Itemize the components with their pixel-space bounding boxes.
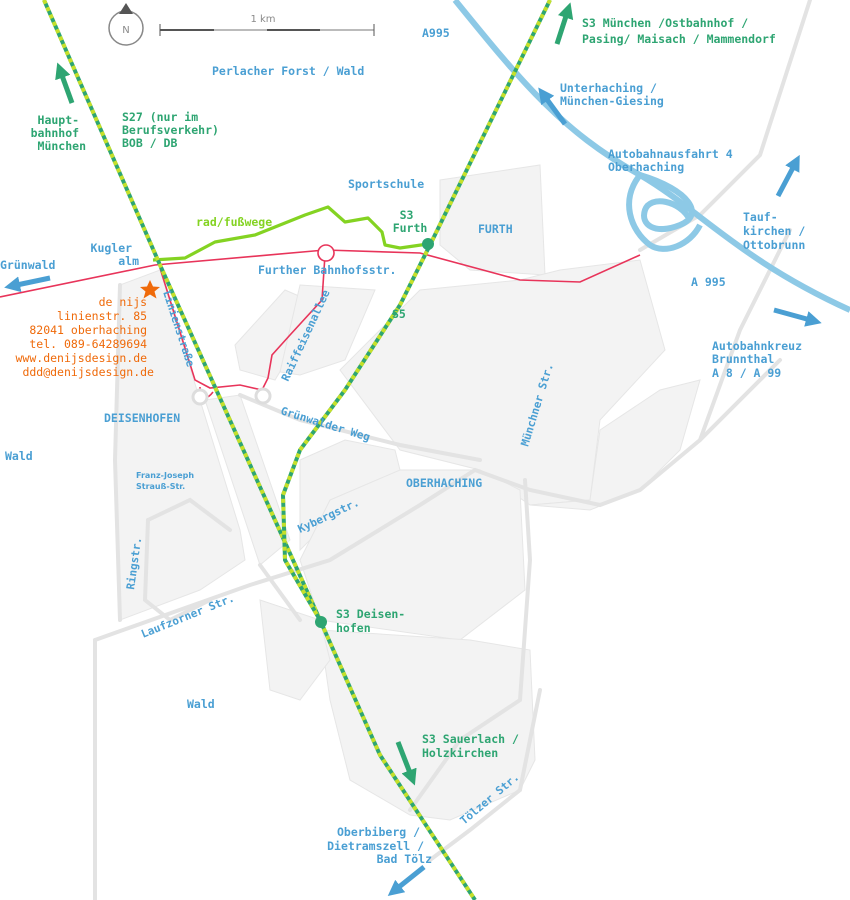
arrow-toelz-icon — [387, 865, 426, 896]
node-further-bahnhofsstr — [317, 244, 335, 262]
label-wald-bottom: Wald — [187, 697, 215, 711]
label-s27: S27 (nur im Berufsverkehr) BOB / DB — [122, 110, 226, 150]
label-s3-furth: S3 Furth — [393, 208, 428, 235]
node-linienstrasse — [191, 388, 209, 406]
label-unterhaching: Unterhaching / München-Giesing — [560, 81, 664, 108]
compass: N — [108, 3, 144, 46]
arrow-s3-north-icon — [554, 2, 574, 45]
motorway-a995 — [452, 0, 850, 313]
station-deisenhofen[interactable] — [315, 616, 327, 628]
label-wald-left: Wald — [5, 449, 33, 463]
arrow-taufkirchen-icon — [775, 154, 800, 198]
direction-arrows — [4, 2, 822, 896]
compass-letter: N — [122, 25, 129, 36]
street-gruenwalder-weg: Grünwalder Weg — [279, 404, 371, 444]
label-a995-top: A995 — [422, 26, 450, 40]
label-franz-joseph: Franz-Joseph Strauß-Str. — [136, 471, 197, 491]
label-perlacher: Perlacher Forst / Wald — [212, 64, 364, 78]
label-gruenwald: Grünwald — [0, 258, 55, 272]
place-labels: A995 Perlacher Forst / Wald S3 München /… — [0, 16, 812, 866]
node-gruenwalder — [254, 387, 272, 405]
bike-path — [152, 205, 429, 262]
label-ausfahrt: Autobahnausfahrt 4 Oberhaching — [608, 147, 740, 174]
label-s5: S5 — [392, 307, 406, 321]
settlement-areas — [114, 164, 701, 821]
label-oberbiberg: Oberbiberg / Dietramszell / Bad Tölz — [327, 825, 432, 866]
label-kreuz: Autobahnkreuz Brunnthal A 8 / A 99 — [712, 339, 809, 380]
label-radwege: rad/fußwege — [196, 215, 272, 229]
label-s3-sauerlach: S3 Sauerlach / Holzkirchen — [422, 732, 526, 760]
label-s3-deisenhofen: S3 Deisen- hofen — [336, 607, 412, 635]
address-block[interactable]: de nijs linienstr. 85 82041 oberhaching … — [16, 295, 155, 379]
arrow-gruenwald-icon — [4, 275, 51, 293]
label-taufkirchen: Tauf- kirchen / Ottobrunn — [743, 210, 812, 252]
arrow-hbf-icon — [55, 62, 75, 104]
label-a995-right: A 995 — [691, 275, 726, 289]
label-further-bahnhofsstr: Further Bahnhofsstr. — [258, 263, 396, 277]
arrow-unterhaching-icon — [538, 87, 568, 126]
scale-label: 1 km — [250, 14, 275, 25]
label-deisenhofen: DEISENHOFEN — [104, 411, 180, 425]
station-furth[interactable] — [422, 238, 434, 250]
scale-bar: 1 km — [159, 14, 375, 36]
location-star-icon[interactable] — [140, 280, 160, 299]
label-hbf: Haupt- bahnhof München — [31, 113, 86, 153]
arrow-brunnthal-icon — [773, 307, 822, 327]
label-s3-north: S3 München /Ostbahnhof / Pasing/ Maisach… — [582, 16, 776, 46]
label-sportschule: Sportschule — [348, 177, 424, 191]
label-oberhaching: OBERHACHING — [406, 476, 482, 490]
arrow-sauerlach-icon — [395, 741, 417, 786]
label-furth: FURTH — [478, 222, 513, 236]
label-kugleralm: Kugler alm — [91, 241, 140, 268]
north-arrow-icon — [119, 3, 133, 14]
